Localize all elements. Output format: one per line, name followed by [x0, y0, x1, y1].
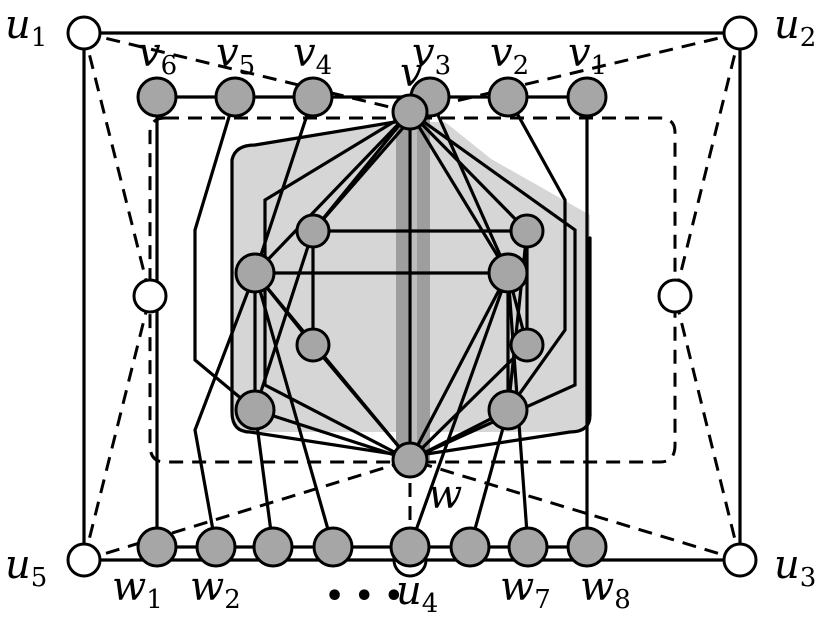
- shaded-wedge: [440, 130, 590, 238]
- label-v5: v5: [216, 30, 255, 81]
- node-w2: [195, 526, 237, 568]
- node-inner-h: [487, 389, 529, 431]
- node-right-mid: [657, 278, 693, 314]
- label-v4: v4: [293, 30, 332, 81]
- label-v6: v6: [138, 30, 177, 81]
- dash-u3-right: [673, 295, 742, 561]
- node-u1: [66, 15, 102, 51]
- label-w7: w7: [500, 564, 551, 615]
- node-v: [391, 93, 429, 131]
- node-inner-c: [234, 252, 276, 294]
- node-left-mid: [132, 278, 168, 314]
- label-w2: w2: [190, 564, 241, 615]
- node-inner-g: [234, 389, 276, 431]
- node-v5: [214, 76, 256, 118]
- dash-u1-v: [83, 31, 411, 114]
- edge-w-f: [408, 343, 529, 462]
- edge-w6-h: [468, 408, 510, 549]
- dash-u5-w: [83, 458, 411, 562]
- node-v1: [566, 76, 608, 118]
- node-inner-b: [509, 213, 545, 249]
- dash-u2-right: [673, 32, 742, 297]
- node-w6: [449, 526, 491, 568]
- edge-v3-d: [428, 95, 510, 275]
- node-v6: [136, 76, 178, 118]
- edge-region-left: [230, 158, 402, 457]
- node-inner-f: [509, 327, 545, 363]
- node-w7: [507, 526, 549, 568]
- label-u4: u4: [396, 568, 438, 619]
- edge-v4-c: [253, 95, 315, 275]
- label-u5: u5: [5, 542, 47, 593]
- label-u3: u3: [774, 542, 816, 593]
- edge-v5-g: [193, 95, 257, 412]
- node-u3: [722, 542, 758, 578]
- node-v4: [292, 76, 334, 118]
- edge-w-g: [253, 408, 412, 462]
- vertical-band-center: [408, 115, 417, 460]
- edge-v-b: [408, 110, 529, 233]
- label-v1: v1: [568, 30, 607, 81]
- label-v3: v3: [412, 30, 451, 81]
- dashed-cycle: [148, 116, 677, 464]
- label-ellipsis: • • •: [325, 579, 403, 614]
- edge-w-d: [408, 271, 510, 462]
- edge-region-top: [230, 120, 397, 162]
- edge-w3-g: [253, 408, 275, 549]
- node-inner-a: [295, 213, 331, 249]
- label-w1: w1: [112, 564, 163, 615]
- node-u5: [66, 542, 102, 578]
- node-v2: [487, 76, 529, 118]
- label-w8: w8: [580, 564, 631, 615]
- node-w: [391, 441, 429, 479]
- node-w5: [389, 526, 431, 568]
- label-v2: v2: [490, 30, 529, 81]
- edge-v-left-loop: [263, 110, 412, 457]
- labels: u1 u2 u3 u5 u4 v6 v5 v4 v3 v2 v1 v w w1 …: [5, 2, 816, 619]
- dash-u5-left: [82, 295, 152, 561]
- node-u2: [722, 15, 758, 51]
- gray-nodes: [136, 76, 608, 568]
- node-inner-d: [487, 252, 529, 294]
- node-w1: [136, 526, 178, 568]
- edge-region-right: [418, 236, 592, 457]
- edge-w4-c: [253, 271, 335, 549]
- edge-v-d: [408, 110, 510, 275]
- node-inner-e: [295, 327, 331, 363]
- edge-v-c: [253, 110, 412, 275]
- dash-u2-v: [409, 31, 741, 114]
- label-w: w: [428, 472, 462, 518]
- edge-v2-h: [506, 95, 567, 412]
- edge-w5-d: [408, 271, 510, 549]
- node-w4: [312, 526, 354, 568]
- edge-w2-c: [193, 271, 257, 549]
- label-v: v: [400, 50, 423, 96]
- dash-u3-w: [409, 458, 741, 562]
- label-u2: u2: [774, 2, 816, 53]
- node-w8: [566, 526, 608, 568]
- node-w3: [252, 526, 294, 568]
- edge-g-a: [253, 229, 315, 412]
- label-u1: u1: [5, 2, 47, 53]
